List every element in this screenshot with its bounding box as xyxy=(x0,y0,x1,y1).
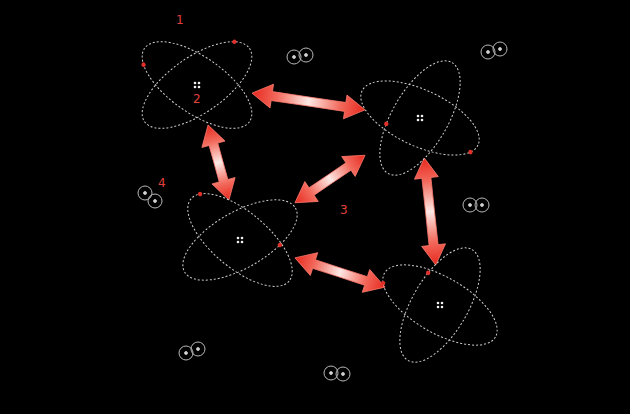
atom-orbits xyxy=(365,78,475,158)
label-anchor: 2 xyxy=(193,92,201,106)
label-anchor: 3 xyxy=(340,203,348,217)
electron xyxy=(197,191,203,197)
electron xyxy=(383,121,389,127)
orbit xyxy=(129,25,266,144)
orbit xyxy=(129,25,266,144)
molecule xyxy=(481,42,507,59)
orbit xyxy=(384,236,496,375)
electron xyxy=(277,242,283,248)
nucleus xyxy=(417,115,424,122)
label-anchor: 1 xyxy=(176,13,184,27)
double-arrow xyxy=(202,125,235,200)
molecule xyxy=(463,198,489,212)
electron xyxy=(468,149,474,155)
nucleus xyxy=(237,237,244,244)
callout-number: 4 xyxy=(158,176,166,190)
callout-number: 2 xyxy=(193,92,201,106)
atom: 12 xyxy=(142,45,252,125)
orbit xyxy=(350,66,490,171)
atom xyxy=(185,200,295,280)
molecule xyxy=(287,48,313,64)
callout-number: 3 xyxy=(340,203,348,217)
electron xyxy=(425,270,431,276)
orbit xyxy=(173,177,307,302)
atom-orbits xyxy=(185,200,295,280)
electron xyxy=(231,39,237,45)
orbit xyxy=(364,49,476,188)
double-arrow xyxy=(252,84,365,119)
atom-orbits xyxy=(142,45,252,125)
atom-orbits xyxy=(385,265,495,345)
molecule xyxy=(179,342,205,360)
atom xyxy=(365,78,475,158)
electron xyxy=(380,280,386,286)
orbit xyxy=(171,184,310,296)
double-arrow xyxy=(295,253,385,293)
callout-number: 1 xyxy=(176,13,184,27)
molecule xyxy=(324,366,350,381)
label-anchor: 4 xyxy=(158,176,166,190)
nucleus xyxy=(194,82,201,89)
double-arrow xyxy=(414,158,445,265)
nucleus xyxy=(437,302,444,309)
atom xyxy=(385,265,495,345)
orbit xyxy=(371,249,510,361)
electron xyxy=(141,62,147,68)
double-arrow xyxy=(295,155,365,202)
